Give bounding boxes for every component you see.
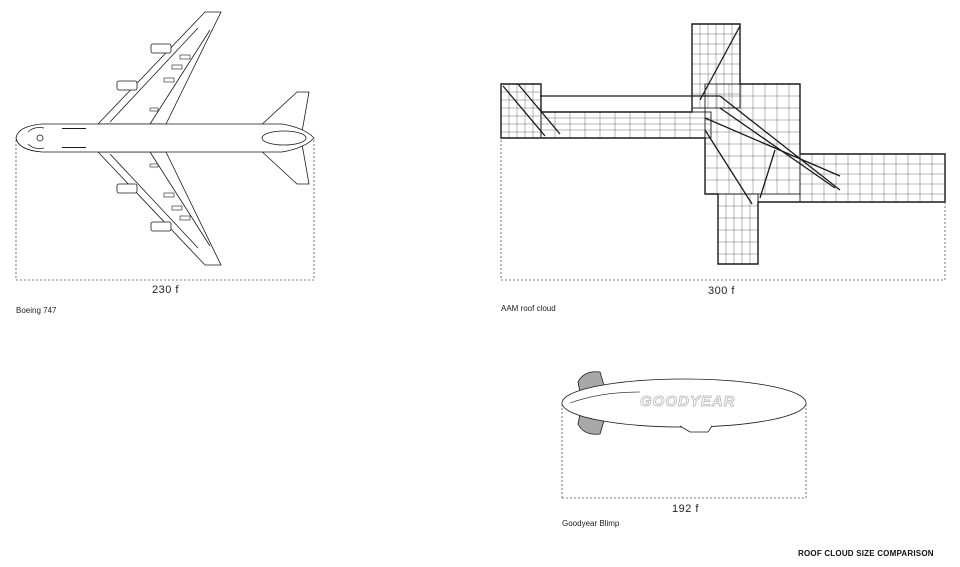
blimp-gondola <box>679 425 713 433</box>
roof-left-arm <box>540 111 712 139</box>
roof-caption: AAM roof cloud <box>501 304 556 313</box>
upper-wing-edge <box>149 29 211 125</box>
roof-dimension-label: 300 f <box>708 285 735 297</box>
cockpit-window-top <box>27 127 45 133</box>
cockpit-window-bottom <box>27 143 45 149</box>
engine-outer-bottom <box>150 221 172 232</box>
blimp-highlight <box>569 391 641 404</box>
dimension-lines <box>15 140 946 499</box>
roof-outline <box>500 23 946 265</box>
roof-dimension-line <box>500 140 946 281</box>
boeing-747-drawing <box>15 11 315 266</box>
upper-wing-flap-line <box>109 27 199 123</box>
lower-wing-edge <box>149 151 211 247</box>
fuselage-windows <box>62 128 86 148</box>
blimp-dimension-line <box>561 404 807 499</box>
flap-fairings <box>149 54 191 221</box>
roof-grid-lines <box>501 24 945 264</box>
boeing-dimension-label: 230 f <box>152 284 179 296</box>
tail-cone <box>261 130 307 146</box>
fuselage <box>15 123 315 153</box>
lower-wing-flap-line <box>109 153 199 249</box>
roof-bottom-leg <box>717 193 759 265</box>
roof-diagonal-beams <box>502 25 841 205</box>
engine-outer-top <box>150 43 172 54</box>
engine-inner-bottom <box>116 183 138 194</box>
goodyear-blimp-drawing <box>561 371 807 435</box>
blimp-logo-text: GOODYEAR <box>640 393 736 411</box>
blimp-caption: Goodyear Blimp <box>562 519 620 528</box>
boeing-dimension-line <box>15 140 315 281</box>
boeing-caption: Boeing 747 <box>16 306 57 315</box>
roof-cloud-drawing <box>500 23 946 265</box>
upper-wing <box>97 11 222 125</box>
page-title: ROOF CLOUD SIZE COMPARISON <box>798 549 934 558</box>
blimp-dimension-label: 192 f <box>672 503 699 515</box>
cockpit-detail <box>36 134 44 142</box>
engine-inner-top <box>116 80 138 91</box>
lower-wing <box>97 151 222 266</box>
